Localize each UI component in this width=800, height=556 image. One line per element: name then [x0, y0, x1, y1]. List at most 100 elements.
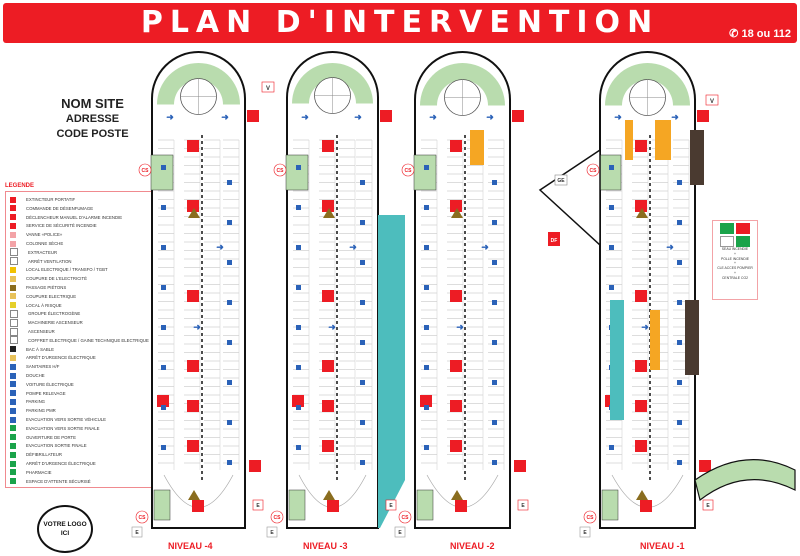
extinguisher-icon [187, 290, 199, 302]
extinguisher-icon [697, 110, 709, 122]
extinguisher-icon [450, 200, 462, 212]
ventilation-stop-marker [705, 94, 719, 106]
legend-label: COFFRET ELECTRIQUE / GAINE TECHNIQUE ELE… [28, 337, 149, 343]
legend-item: EXTINCTEUR PORTATIF [10, 195, 75, 204]
panel-line: POLLE INCENDIE [720, 256, 750, 261]
dry-riser-marker [138, 163, 152, 177]
extinguisher-icon [249, 460, 261, 472]
first-aid-icon [10, 469, 16, 476]
generator-label: GE [557, 178, 565, 184]
legend-item: EVACUATION VERS SORTIE VÉHICULE [10, 415, 106, 424]
legend-item: ESPACE D'ATTENTE SÉCURISÉ [10, 477, 91, 486]
electric-car-icon [10, 381, 16, 388]
legend-item: ARRÊT D'URGENCE ÉLECTRIQUE [10, 353, 96, 362]
stairwell [598, 154, 622, 191]
legend-label: COLONNE SÈCHE [26, 241, 64, 246]
stairwell [285, 154, 309, 191]
exit-ramp-n1 [694, 459, 796, 502]
legend-label: SERVICE DE SÉCURITÉ INCENDIE [26, 223, 97, 229]
dry-riser-marker [135, 510, 149, 524]
dry-riser-marker [583, 510, 597, 524]
parking-icon [296, 445, 301, 450]
extinguisher-icon [635, 290, 647, 302]
extinguisher-icon [640, 500, 652, 512]
legend-label: VANNE «POLICE» [26, 232, 63, 238]
legend-item: PARKING PMR [10, 406, 56, 415]
legend-item: GROUPE ÉLECTROGÈNE [10, 309, 80, 318]
exit-icon [10, 442, 16, 449]
extinguisher-icon [187, 400, 199, 412]
extinguisher-icon [322, 440, 334, 452]
evacuation-arrow-icon: ➜ [641, 322, 649, 332]
safety-equipment-panel: SEAU INCENDIE+POLLE INCENDIE+CLE ACCES P… [712, 220, 758, 300]
parking-icon [360, 220, 365, 225]
legend-label: EXTINCTEUR PORTATIF [26, 197, 76, 202]
parking-icon [424, 405, 429, 410]
legend-label: EXTRACTEUR [28, 249, 58, 255]
ventilation-stop-icon [10, 257, 18, 266]
legend-label: PHARMACIE [26, 469, 52, 475]
parking-icon [296, 325, 301, 330]
risk-room-icon [10, 302, 16, 309]
parking-icon [161, 445, 166, 450]
sand-bin-icon [10, 346, 16, 353]
extinguisher-icon [635, 140, 647, 152]
extinguisher-icon [322, 200, 334, 212]
extinguisher-icon [327, 500, 339, 512]
generator-icon [10, 309, 18, 318]
extinguisher-icon [635, 360, 647, 372]
parking-icon [677, 420, 682, 425]
arrow-right-icon [10, 416, 16, 423]
parking-icon [677, 180, 682, 185]
legend-item: EXTRACTEUR [10, 248, 57, 257]
dry-riser-marker [401, 163, 415, 177]
evacuation-arrow-icon: ➜ [481, 242, 489, 252]
extinguisher-icon [187, 360, 199, 372]
parking-icon [492, 220, 497, 225]
generator-marker [554, 174, 568, 186]
parking-icon [227, 220, 232, 225]
level-label-n3: NIVEAU -3 [303, 541, 348, 551]
extinguisher-icon [187, 140, 199, 152]
legend-item: DOUCHE [10, 371, 45, 380]
legend-item: LOCAL ELECTRIQUE / TRANSFO / TGBT [10, 265, 108, 274]
legend-item: PARKING [10, 397, 45, 406]
pedestrian-warning-icon [10, 284, 16, 291]
teal-zone-n1 [610, 300, 624, 420]
parking-icon [360, 420, 365, 425]
legend-item: ARRÊT VENTILATION [10, 257, 72, 266]
smoke-control-marker [548, 232, 560, 246]
parking-icon [10, 398, 16, 405]
extractor-label: E [389, 503, 393, 509]
parking-icon [677, 220, 682, 225]
legend-item: COUPURE ELECTRIQUE [10, 292, 76, 301]
extinguisher-icon [455, 500, 467, 512]
legend-item: BAC À SABLE [10, 345, 54, 354]
dry-riser-icon [10, 240, 16, 247]
extinguisher-icon [635, 400, 647, 412]
dry-riser-label: CS [142, 168, 150, 174]
legend-item: VOITURE ÉLECTRIQUE [10, 380, 74, 389]
dry-riser-label: CS [405, 168, 413, 174]
parking-icon [296, 205, 301, 210]
legend-label: DOUCHE [26, 373, 45, 378]
stairwell [416, 489, 434, 521]
parking-icon [492, 340, 497, 345]
extinguisher-icon [10, 196, 16, 203]
parking-icon [424, 325, 429, 330]
fire-service-icon [10, 222, 16, 229]
parking-icon [161, 165, 166, 170]
evacuation-arrow-icon: ➜ [666, 242, 674, 252]
extractor-marker [517, 499, 529, 511]
legend-label: SANITAIRES H/F [26, 364, 60, 370]
orange-zone-n1 [650, 310, 660, 370]
evacuation-arrow-icon: ➜ [429, 112, 437, 122]
parking-icon [296, 405, 301, 410]
level-outline [599, 51, 696, 529]
arrow-left-icon [10, 425, 16, 432]
parking-icon [296, 285, 301, 290]
extractor-icon [10, 248, 18, 257]
emergency-number: ✆ 18 ou 112 [729, 28, 791, 40]
dry-riser-label: CS [402, 515, 410, 521]
